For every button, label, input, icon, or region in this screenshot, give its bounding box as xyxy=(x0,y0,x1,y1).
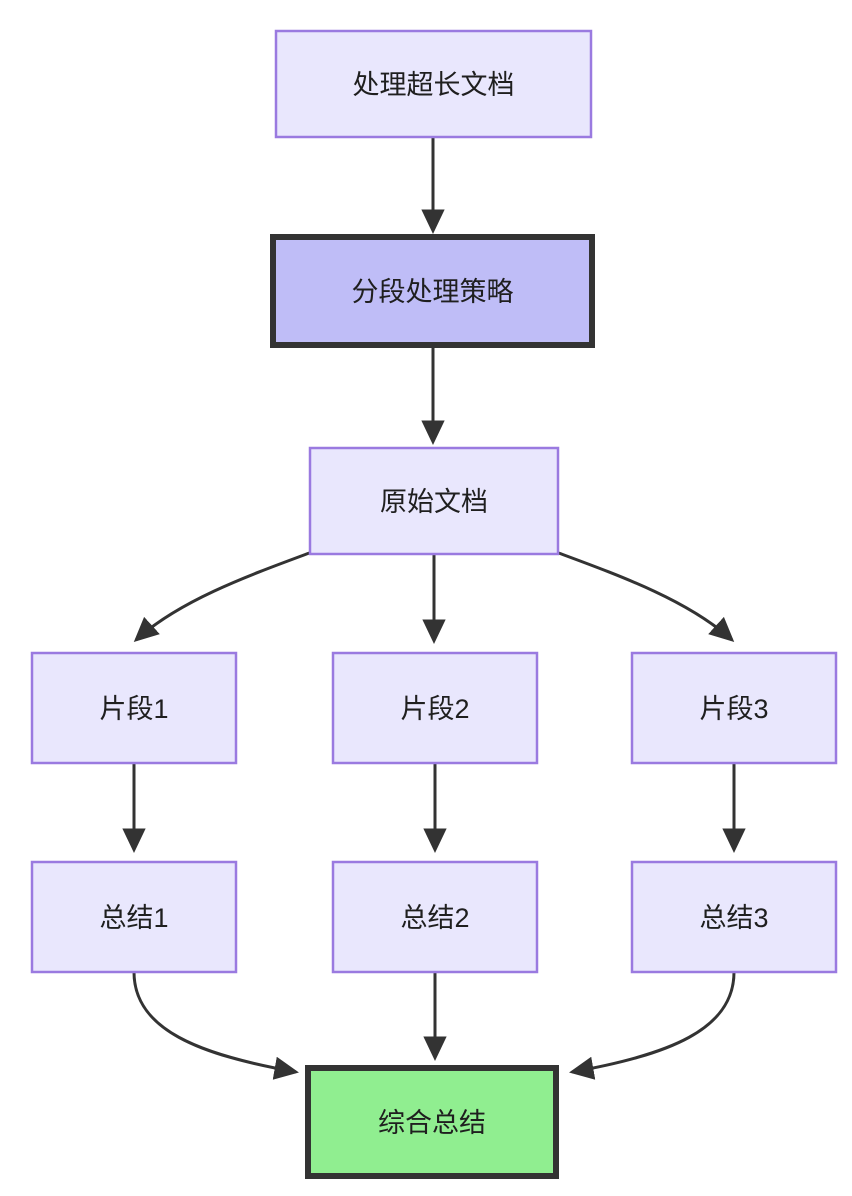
edges-layer xyxy=(122,137,746,1080)
node-box-n1[interactable] xyxy=(274,29,593,139)
edge-n3-to-n4 xyxy=(133,550,313,643)
node-n1[interactable]: 处理超长文档 xyxy=(274,29,593,139)
node-n3[interactable]: 原始文档 xyxy=(308,446,560,556)
node-box-n7[interactable] xyxy=(30,860,238,974)
node-box-n3[interactable] xyxy=(308,446,560,556)
node-box-n9[interactable] xyxy=(630,860,838,974)
node-n9[interactable]: 总结3 xyxy=(630,860,838,974)
edge-n9-to-n10 xyxy=(569,971,736,1080)
node-n4[interactable]: 片段1 xyxy=(30,651,238,765)
node-box-n6[interactable] xyxy=(630,651,838,765)
node-box-n4[interactable] xyxy=(30,651,238,765)
node-box-n8[interactable] xyxy=(331,860,539,974)
node-n7[interactable]: 总结1 xyxy=(30,860,238,974)
node-box-n2[interactable] xyxy=(270,234,595,348)
node-n6[interactable]: 片段3 xyxy=(630,651,838,765)
node-n5[interactable]: 片段2 xyxy=(331,651,539,765)
node-box-n10[interactable] xyxy=(305,1065,559,1179)
node-n10[interactable]: 综合总结 xyxy=(305,1065,559,1179)
node-box-n5[interactable] xyxy=(331,651,539,765)
edge-n7-to-n10 xyxy=(132,971,299,1080)
edge-n3-to-n6 xyxy=(555,550,735,643)
node-n2[interactable]: 分段处理策略 xyxy=(270,234,595,348)
node-n8[interactable]: 总结2 xyxy=(331,860,539,974)
